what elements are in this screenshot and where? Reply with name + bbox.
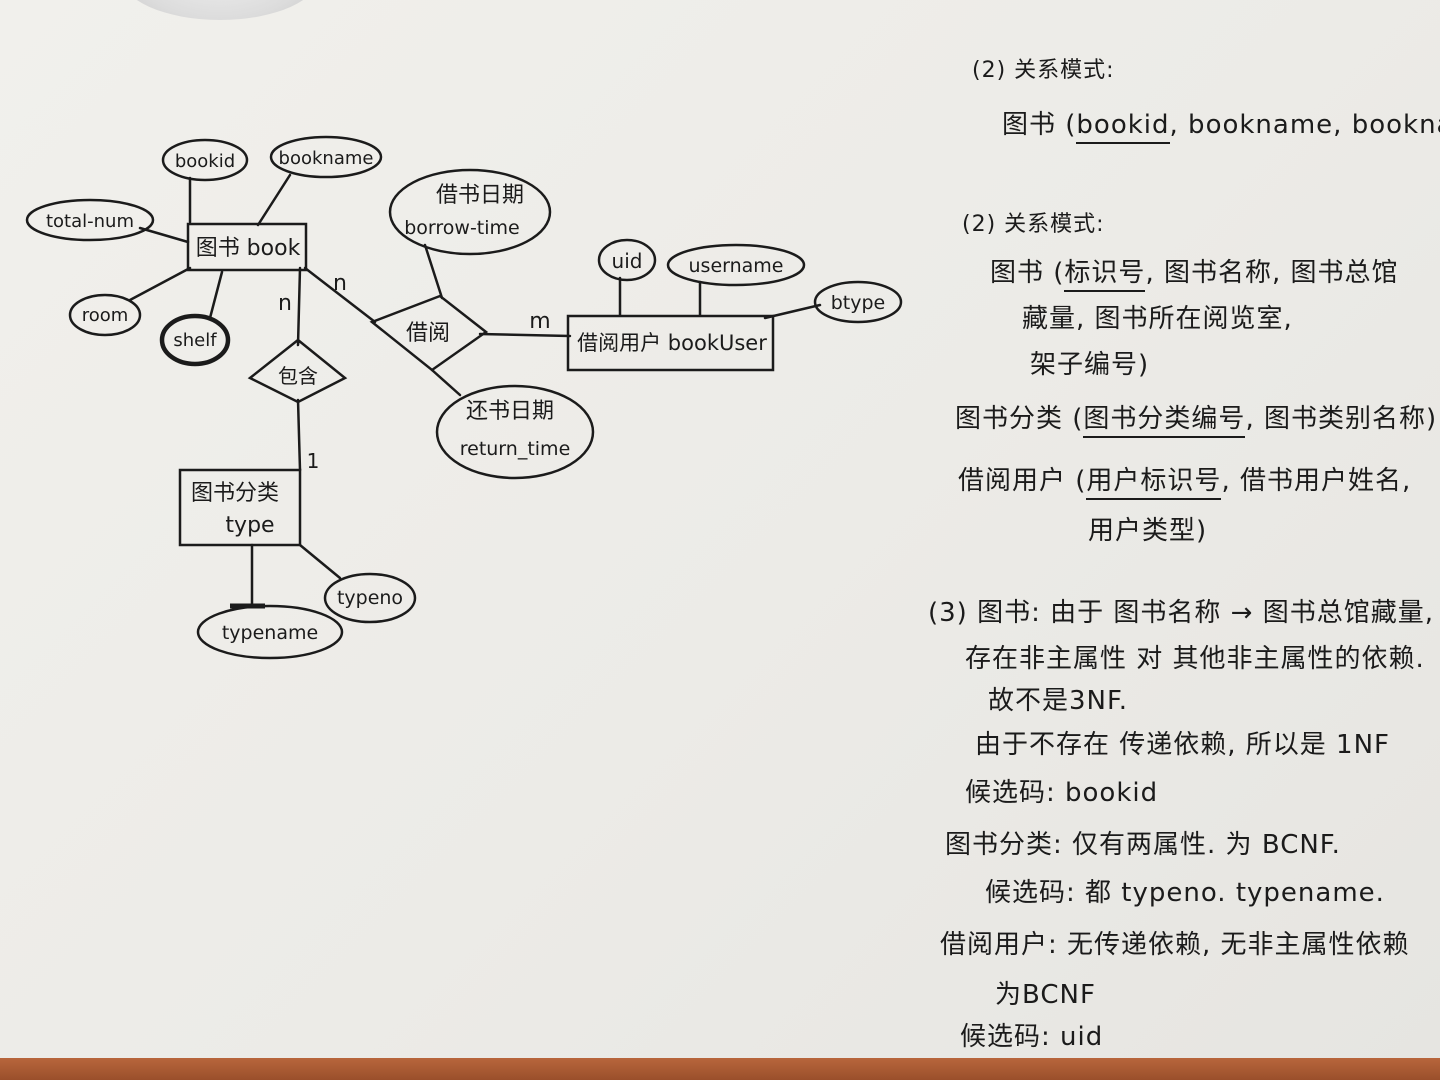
attr-room-label: room bbox=[82, 305, 129, 326]
entity-user-box bbox=[566, 314, 775, 372]
note-s3-l7: 候选码: 都 typeno. typename. bbox=[985, 878, 1385, 908]
note-s3-l6: 图书分类: 仅有两属性. 为 BCNF. bbox=[945, 830, 1341, 860]
link-book-contain2 bbox=[296, 266, 302, 347]
attr-borrowtime-label-2: borrow-time bbox=[404, 217, 520, 239]
cardinality-book-contain: n bbox=[278, 291, 292, 316]
relationship-borrow-diamond bbox=[369, 294, 489, 372]
attr-btype-oval bbox=[813, 280, 903, 324]
attr-returntime-label-1: 还书日期 bbox=[466, 399, 554, 424]
link-type-typeno bbox=[298, 543, 342, 580]
note-s3-l1: (3) 图书: 由于 图书名称 → 图书总馆藏量, bbox=[928, 598, 1434, 628]
cardinality-user-borrow: m bbox=[529, 309, 550, 334]
link-contain-type bbox=[296, 398, 302, 472]
note-s2b-type-key: 图书分类编号 bbox=[1083, 404, 1246, 438]
note-s3-l5: 候选码: bookid bbox=[965, 778, 1159, 808]
paper-sheet bbox=[0, 0, 1440, 1058]
attr-uid-oval bbox=[597, 238, 657, 282]
table-edge bbox=[0, 1058, 1440, 1080]
attr-shelf-oval bbox=[159, 313, 231, 367]
attr-username-label: username bbox=[689, 255, 784, 277]
attr-bookid-label: bookid bbox=[175, 151, 235, 172]
note-s2b-book-rest: , 图书名称, 图书总馆 bbox=[1145, 258, 1399, 288]
note-s2a-book-prefix: 图书 ( bbox=[1002, 110, 1077, 140]
entity-type-box bbox=[178, 468, 302, 547]
note-s3-l10: 候选码: uid bbox=[960, 1022, 1104, 1052]
entity-user-label: 借阅用户 bookUser bbox=[577, 331, 767, 355]
link-book-shelf bbox=[208, 270, 224, 320]
attr-totalnum-oval bbox=[25, 198, 155, 242]
attr-borrowtime-oval bbox=[388, 168, 552, 256]
note-s2a-book: 图书 (bookid, bookname, bookname, bbox=[1002, 104, 1440, 144]
link-book-room bbox=[128, 266, 192, 302]
entity-type-label-2: type bbox=[225, 513, 274, 538]
note-s2b-type-rest: , 图书类别名称) bbox=[1245, 404, 1438, 434]
link-borrow-user bbox=[478, 332, 572, 338]
attr-returntime-oval bbox=[435, 384, 595, 480]
note-s2b-book-cont2: 架子编号) bbox=[1030, 350, 1150, 380]
entity-type-label-1: 图书分类 bbox=[191, 481, 279, 506]
note-s3-l3: 故不是3NF. bbox=[988, 686, 1129, 716]
note-s2b-user: 借阅用户 (用户标识号, 借书用户姓名, bbox=[958, 460, 1412, 500]
attr-typeno-label: typeno bbox=[337, 587, 403, 609]
note-s2a-book-rest: , bookname, bookname, bbox=[1169, 110, 1440, 140]
attr-bookid-oval bbox=[161, 138, 249, 182]
er-diagram: 图书 book 借阅用户 bookUser 图书分类 type 借阅 包含 bo… bbox=[25, 135, 903, 660]
note-s2b-user-rest: , 借书用户姓名, bbox=[1221, 466, 1412, 496]
note-s2a-title: (2) 关系模式: bbox=[972, 58, 1115, 83]
note-s2b-book-key: 标识号 bbox=[1064, 258, 1146, 292]
entity-book-box bbox=[186, 222, 308, 272]
note-s2b-book-prefix: 图书 ( bbox=[990, 258, 1065, 288]
note-s3-l9: 为BCNF bbox=[995, 980, 1096, 1010]
note-s2b-book-cont1: 藏量, 图书所在阅览室, bbox=[1022, 304, 1293, 334]
entity-book-label: 图书 book bbox=[196, 236, 301, 261]
link-book-bookname bbox=[256, 173, 292, 227]
note-s3-l4: 由于不存在 传递依赖, 所以是 1NF bbox=[975, 730, 1391, 760]
attr-btype-label: btype bbox=[831, 292, 886, 314]
attr-bookname-oval bbox=[269, 135, 383, 179]
note-s2a-book-key: bookid bbox=[1076, 110, 1170, 144]
note-s2b-user-key: 用户标识号 bbox=[1086, 466, 1222, 500]
note-s3-l8: 借阅用户: 无传递依赖, 无非主属性依赖 bbox=[940, 930, 1410, 960]
link-book-totalnum bbox=[138, 226, 190, 244]
note-s2b-book: 图书 (标识号, 图书名称, 图书总馆 bbox=[990, 252, 1399, 292]
relationship-contain-label: 包含 bbox=[278, 364, 318, 388]
note-s2b-type-prefix: 图书分类 ( bbox=[955, 404, 1084, 434]
note-s2b-title: (2) 关系模式: bbox=[962, 212, 1105, 237]
attr-room-oval bbox=[68, 293, 142, 337]
cardinality-book-borrow: n bbox=[333, 271, 347, 296]
note-s2b-type: 图书分类 (图书分类编号, 图书类别名称) bbox=[955, 398, 1438, 438]
cardinality-type-contain: 1 bbox=[307, 449, 320, 473]
relationship-borrow-label: 借阅 bbox=[406, 321, 450, 346]
attr-borrowtime-label-1: 借书日期 bbox=[436, 183, 524, 208]
attr-typeno-oval bbox=[323, 572, 417, 624]
attr-totalnum-label: total-num bbox=[46, 211, 134, 232]
attr-uid-label: uid bbox=[612, 249, 643, 273]
attr-username-oval bbox=[666, 243, 806, 287]
note-s3-l2: 存在非主属性 对 其他非主属性的依赖. bbox=[965, 644, 1425, 674]
link-borrow-returntime bbox=[430, 368, 462, 397]
relationship-contain-diamond bbox=[247, 338, 348, 404]
attr-typename-label: typename bbox=[222, 622, 318, 644]
attr-shelf-label: shelf bbox=[173, 330, 217, 351]
link-book-borrow bbox=[303, 266, 377, 324]
link-borrow-borrowtime bbox=[423, 243, 444, 300]
attr-typename-oval bbox=[196, 604, 344, 660]
note-s2b-user-prefix: 借阅用户 ( bbox=[958, 466, 1087, 496]
attr-returntime-label-2: return_time bbox=[460, 438, 571, 460]
note-s2b-user-cont: 用户类型) bbox=[1088, 516, 1208, 546]
notes-column: (2) 关系模式: 图书 (bookid, bookname, bookname… bbox=[928, 58, 1440, 1052]
attr-bookname-label: bookname bbox=[279, 148, 374, 169]
